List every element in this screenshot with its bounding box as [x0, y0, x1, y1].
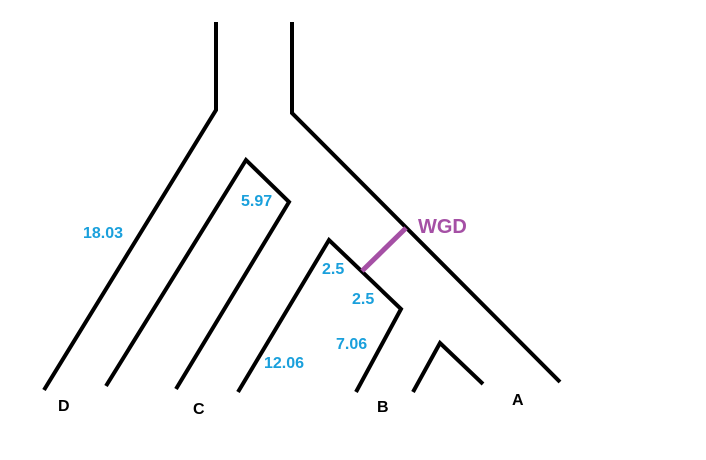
a-inner-branch: [411, 339, 485, 393]
tip-label-c: C: [193, 401, 205, 418]
branch-length-node-upper: 2.5: [322, 261, 344, 278]
tip-label-a: A: [512, 392, 524, 409]
branch-length-c-inner: 5.97: [241, 193, 272, 210]
right-stem: [290, 22, 562, 384]
branch-length-b: 7.06: [336, 336, 367, 353]
tip-label-b: B: [377, 399, 389, 416]
wgd-event-bar: [360, 226, 408, 273]
left-stem: [42, 22, 218, 392]
wgd-label: WGD: [418, 216, 467, 238]
c-inner-branch: [236, 236, 404, 394]
branch-length-node-lower: 2.5: [352, 291, 374, 308]
tip-label-d: D: [58, 398, 70, 415]
branch-length-d: 18.03: [83, 225, 123, 242]
branch-length-c: 12.06: [264, 355, 304, 372]
d-inner-branch: [104, 156, 292, 391]
